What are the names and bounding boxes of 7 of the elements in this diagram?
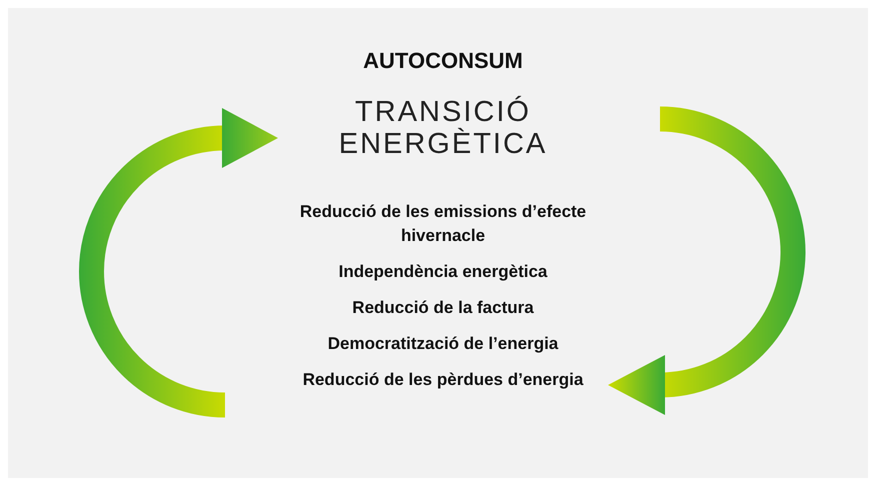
benefit-text: Reducció de les pèrdues d’energia [302,369,584,391]
benefit-text: Independència energètica [338,261,548,283]
title: AUTOCONSUM [362,48,524,74]
benefit-text: Democratització de l’energia [326,333,560,355]
benefit-text: Reducció de la factura [351,297,535,319]
benefit-text: Reducció de les emissions d’efecte hivernacle [298,201,588,247]
heading: TRANSICIÓ ENERGÈTICA [338,96,548,160]
